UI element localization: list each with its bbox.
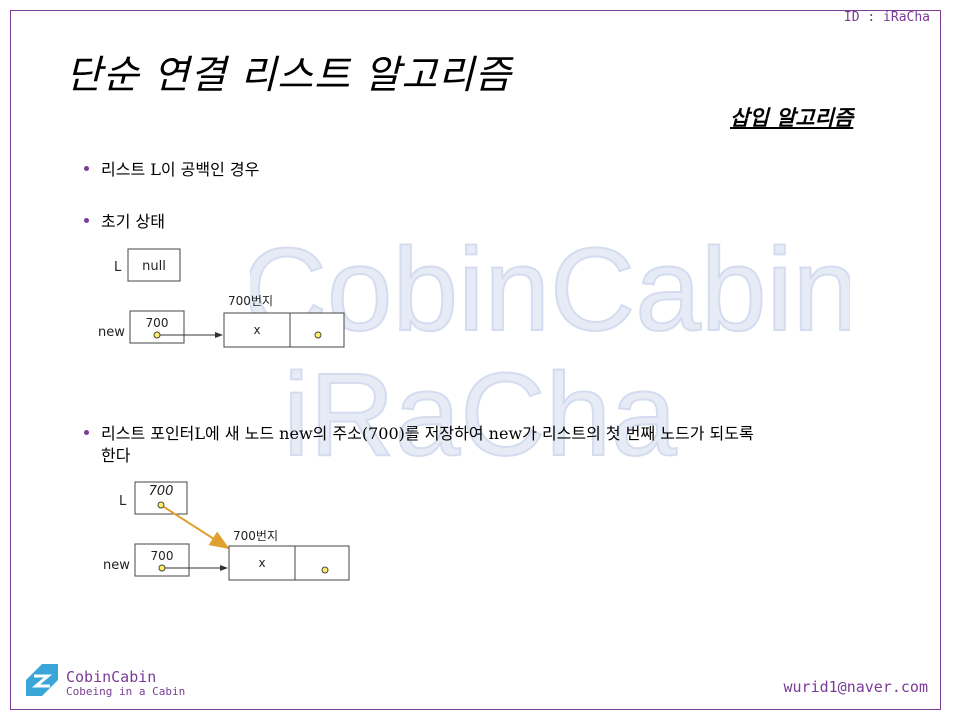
page-subtitle: 삽입 알고리즘 xyxy=(730,106,854,130)
pointer-label: L xyxy=(114,260,122,275)
watermark-line1: CobinCabin xyxy=(250,230,850,356)
node-link-dot xyxy=(321,566,329,574)
new-label: new xyxy=(103,558,130,573)
bullet-text-line2: 한다 xyxy=(101,446,131,465)
logo-cut-bottom xyxy=(42,680,58,696)
bullet-text: 초기 상태 xyxy=(101,212,165,231)
node-data-value: x xyxy=(253,323,260,337)
head-pointer-arrow xyxy=(163,506,230,550)
new-value: 700 xyxy=(151,549,174,563)
logo-s-mark xyxy=(31,674,53,688)
watermark: CobinCabin iRaCha xyxy=(250,230,850,480)
new-label: new xyxy=(98,325,125,340)
node-data-value: x xyxy=(258,556,265,570)
cobincabin-logo xyxy=(26,664,58,696)
frame-right-border xyxy=(940,10,941,710)
watermark-line2: iRaCha xyxy=(283,349,677,480)
pointer-value: 700 xyxy=(149,484,174,499)
node-data-field xyxy=(223,312,291,348)
new-pointer-dot xyxy=(158,564,166,572)
frame-bottom-border xyxy=(10,709,941,710)
frame-top-border xyxy=(10,10,941,11)
new-value: 700 xyxy=(146,316,169,330)
author-email: wurid1@naver.com xyxy=(783,678,929,696)
pointer-box xyxy=(127,248,181,282)
logo-tagline: Cobeing in a Cabin xyxy=(66,685,186,698)
bullet-text: 리스트 L이 공백인 경우 xyxy=(101,160,260,179)
page-title: 단순 연결 리스트 알고리즘 xyxy=(66,53,512,98)
pointer-box xyxy=(134,481,188,515)
bullet-dot xyxy=(84,166,89,171)
pointer-dot xyxy=(157,501,165,509)
new-pointer-dot xyxy=(153,331,161,339)
node-link-field xyxy=(294,545,350,581)
id-label: ID : iRaCha xyxy=(843,10,930,25)
bullet-dot xyxy=(84,218,89,223)
bullet-dot xyxy=(84,430,89,435)
node-link-dot xyxy=(314,331,322,339)
node-link-field xyxy=(289,312,345,348)
logo-name: CobinCabin xyxy=(66,668,157,686)
pointer-value: null xyxy=(142,259,166,274)
bullet-text-line1: 리스트 포인터L에 새 노드 new의 주소(700)를 저장하여 new가 리… xyxy=(101,424,754,443)
pointer-label: L xyxy=(119,494,127,509)
frame-left-border xyxy=(10,10,11,710)
diagram-initial-state: L null 700번지 new 700 x xyxy=(98,248,345,348)
diagram-after-insert: L 700 700번지 new 700 x xyxy=(103,481,350,581)
node-address-label: 700번지 xyxy=(233,529,278,543)
node-address-label: 700번지 xyxy=(228,294,273,308)
logo-cut-top xyxy=(26,664,42,680)
